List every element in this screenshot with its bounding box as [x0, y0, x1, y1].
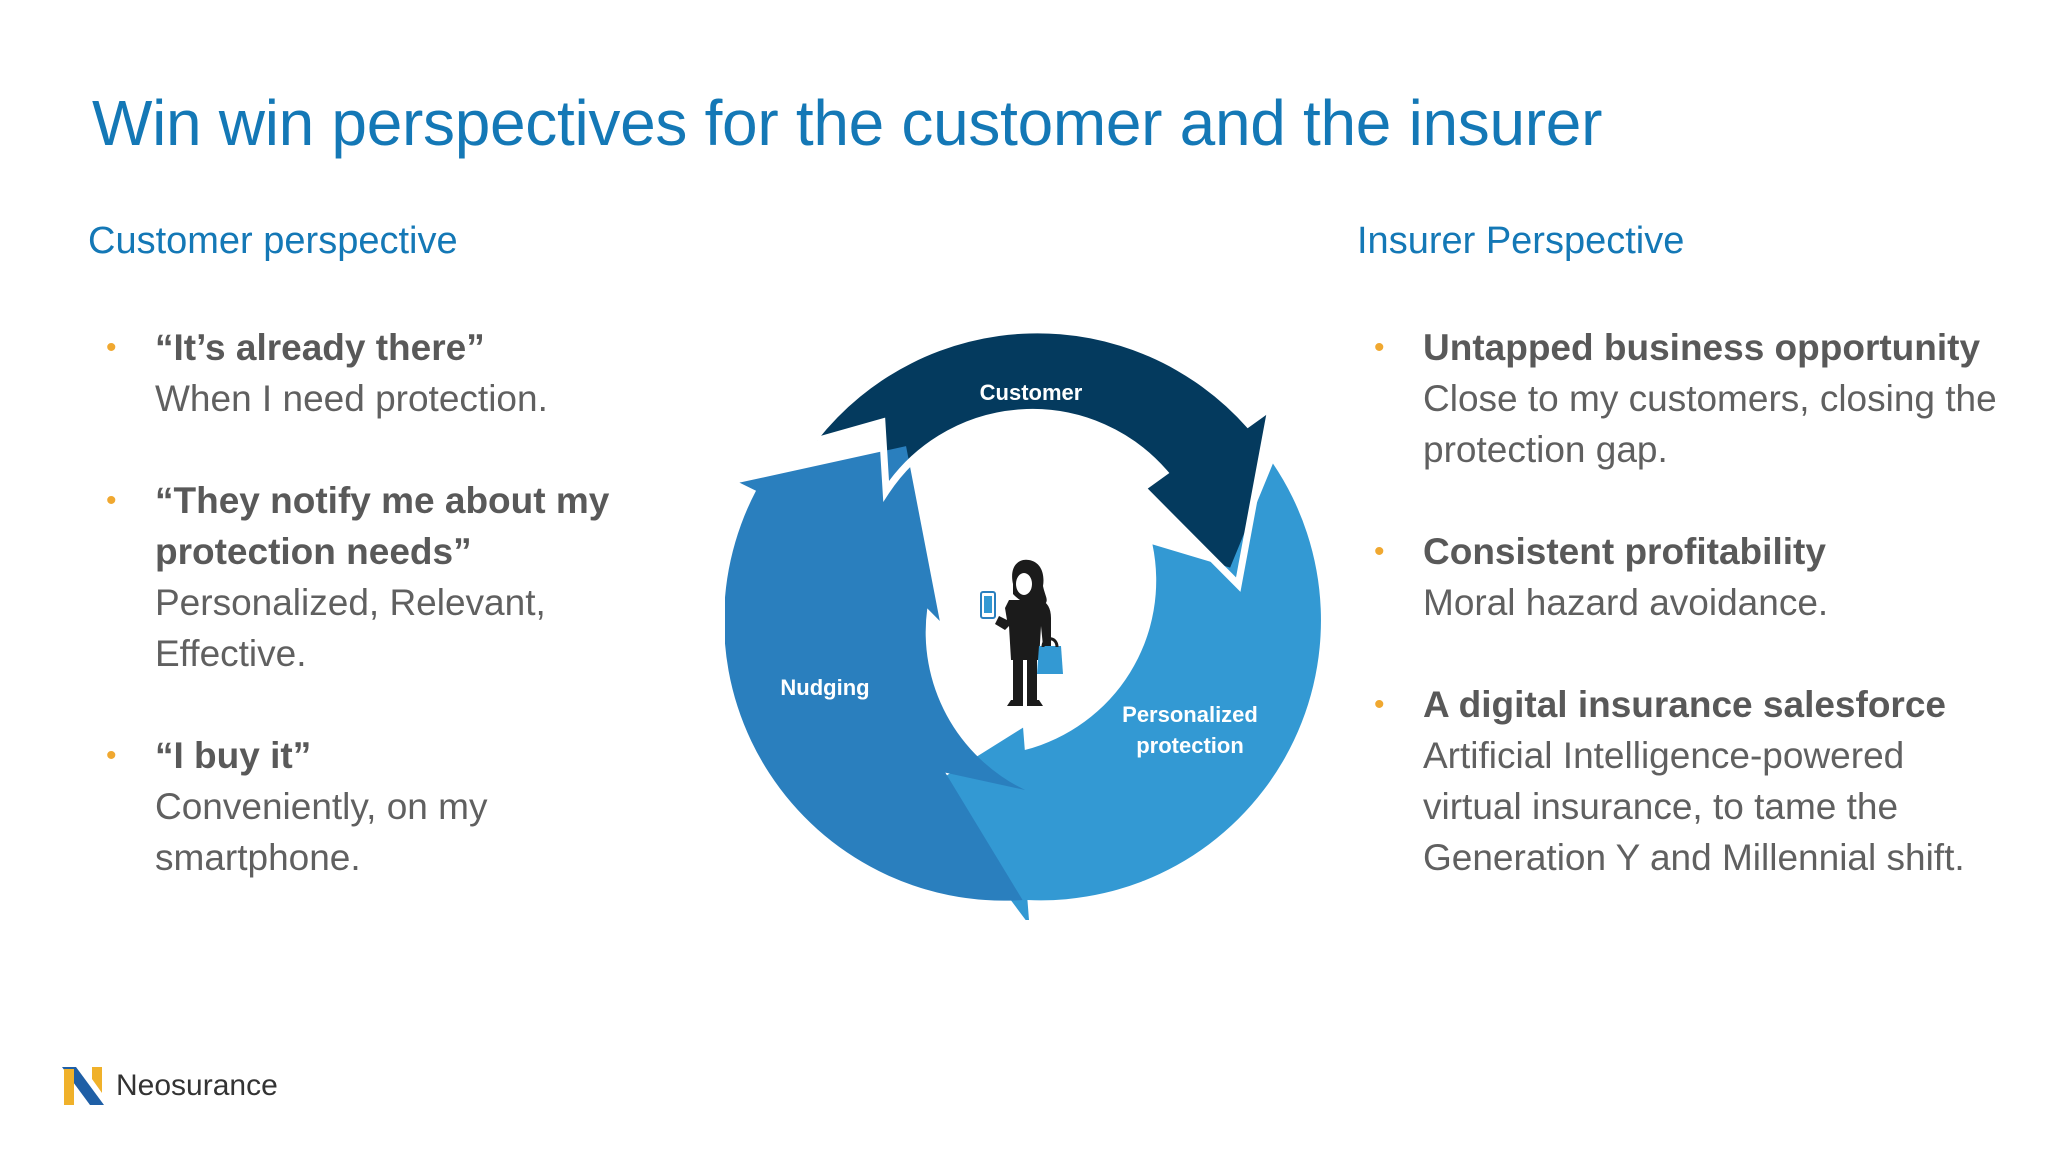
- bullet-dot-icon: •: [1374, 688, 1385, 721]
- cycle-segment-customer-insight: [817, 333, 1271, 585]
- customer-item-3-head: “I buy it”: [155, 735, 312, 776]
- cycle-label-customer-insight-line1: Customer: [980, 380, 1083, 405]
- insurer-perspective-list: • Untapped business opportunity Close to…: [1372, 322, 2012, 934]
- bullet-dot-icon: •: [1374, 331, 1385, 364]
- bullet-dot-icon: •: [1374, 535, 1385, 568]
- brand-logo: Neosurance: [62, 1064, 278, 1108]
- neosurance-logo-icon: [62, 1067, 104, 1105]
- cycle-segment-personalized-protection: [926, 463, 1321, 920]
- customer-item-1: • “It’s already there” When I need prote…: [104, 322, 664, 424]
- insurer-perspective-heading: Insurer Perspective: [1357, 220, 1685, 262]
- insurer-item-2-body: Moral hazard avoidance.: [1423, 582, 1829, 623]
- bullet-dot-icon: •: [106, 484, 117, 517]
- bullet-dot-icon: •: [106, 739, 117, 772]
- person-with-phone-and-shopping-bag-icon: [980, 559, 1063, 706]
- bullet-dot-icon: •: [106, 331, 117, 364]
- cycle-label-customer-insight-line2: insight: [995, 411, 1068, 436]
- insurer-item-1-head: Untapped business opportunity: [1423, 327, 1981, 368]
- cycle-label-personalized-protection-line1: Personalized: [1122, 702, 1258, 727]
- customer-perspective-list: • “It’s already there” When I need prote…: [104, 322, 664, 934]
- customer-item-3: • “I buy it” Conveniently, on my smartph…: [104, 730, 664, 883]
- customer-item-1-head: “It’s already there”: [155, 327, 485, 368]
- customer-item-1-body: When I need protection.: [155, 378, 548, 419]
- customer-item-2-body: Personalized, Relevant, Effective.: [155, 582, 546, 674]
- customer-item-2: • “They notify me about my protection ne…: [104, 475, 664, 679]
- cycle-diagram: Customer insight Personalized protection…: [725, 333, 1321, 920]
- insurer-item-1: • Untapped business opportunity Close to…: [1372, 322, 2012, 475]
- cycle-separator: [816, 408, 1274, 592]
- brand-name: Neosurance: [116, 1069, 278, 1102]
- cycle-label-personalized-protection-line2: protection: [1136, 733, 1244, 758]
- insurer-item-1-body: Close to my customers, closing the prote…: [1423, 378, 1997, 470]
- insurer-item-3: • A digital insurance salesforce Artific…: [1372, 679, 2012, 883]
- slide-title: Win win perspectives for the customer an…: [92, 87, 1603, 159]
- customer-item-2-head: “They notify me about my protection need…: [155, 480, 610, 572]
- customer-item-3-body: Conveniently, on my smartphone.: [155, 786, 488, 878]
- cycle-segment-nudging: [725, 446, 1026, 901]
- insurer-item-3-body: Artificial Intelligence-powered virtual …: [1423, 735, 1965, 878]
- customer-perspective-heading: Customer perspective: [88, 220, 458, 262]
- cycle-label-nudging: Nudging: [780, 675, 869, 700]
- insurer-item-3-head: A digital insurance salesforce: [1423, 684, 1946, 725]
- insurer-item-2: • Consistent profitability Moral hazard …: [1372, 526, 2012, 628]
- insurer-item-2-head: Consistent profitability: [1423, 531, 1826, 572]
